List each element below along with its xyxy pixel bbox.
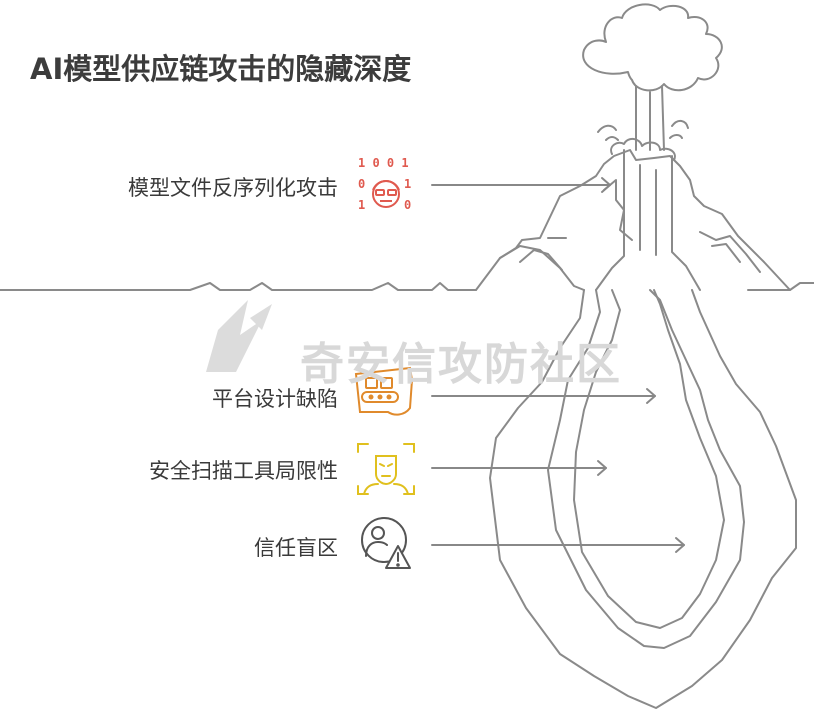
volcano-right-ridge	[699, 231, 761, 273]
iceberg-inner	[547, 289, 745, 649]
water-line-right	[747, 282, 814, 291]
volcano-inner-slope	[603, 179, 633, 241]
svg-text:0: 0	[358, 177, 365, 191]
volcano-left-ridge	[499, 245, 585, 291]
arrow-model-file	[431, 177, 611, 193]
conduit-right-wall	[671, 155, 701, 291]
conveyor-belt-icon	[354, 366, 414, 416]
conduit-left-wall	[595, 149, 625, 291]
lava-splash-right	[669, 120, 689, 139]
svg-text:0: 0	[404, 198, 411, 212]
explosion-cloud	[582, 3, 723, 92]
arrow-scan-tools	[431, 460, 607, 476]
iceberg-outer	[489, 289, 797, 709]
volcano-outline	[475, 149, 791, 291]
binary-hacker-icon: 1 0 0 1 0 1 1 0	[358, 156, 411, 212]
smoke-stem	[635, 85, 665, 151]
smoke-puff	[610, 138, 676, 161]
label-trust-blindspot: 信任盲区	[254, 536, 338, 560]
page-title: AI模型供应链攻击的隐藏深度	[30, 52, 412, 86]
water-line	[0, 282, 477, 291]
iceberg-core	[573, 289, 725, 629]
lava-splash-left	[597, 124, 619, 141]
svg-text:1: 1	[358, 198, 365, 212]
svg-text:1 0 0 1: 1 0 0 1	[358, 156, 409, 170]
volcano-left-inner	[519, 249, 563, 271]
user-warning-icon	[361, 517, 411, 569]
label-model-file-attack: 模型文件反序列化攻击	[128, 176, 338, 200]
label-scan-tool-limit: 安全扫描工具局限性	[149, 459, 338, 483]
svg-text:1: 1	[404, 177, 411, 191]
volcano-right-inner	[711, 243, 741, 263]
label-platform-flaw: 平台设计缺陷	[212, 387, 338, 411]
face-scan-icon	[357, 443, 415, 495]
arrow-trust	[431, 537, 685, 553]
arrow-platform	[431, 388, 656, 404]
watermark-text: 奇安信攻防社区	[300, 339, 622, 390]
watermark-logo-icon	[206, 300, 272, 372]
